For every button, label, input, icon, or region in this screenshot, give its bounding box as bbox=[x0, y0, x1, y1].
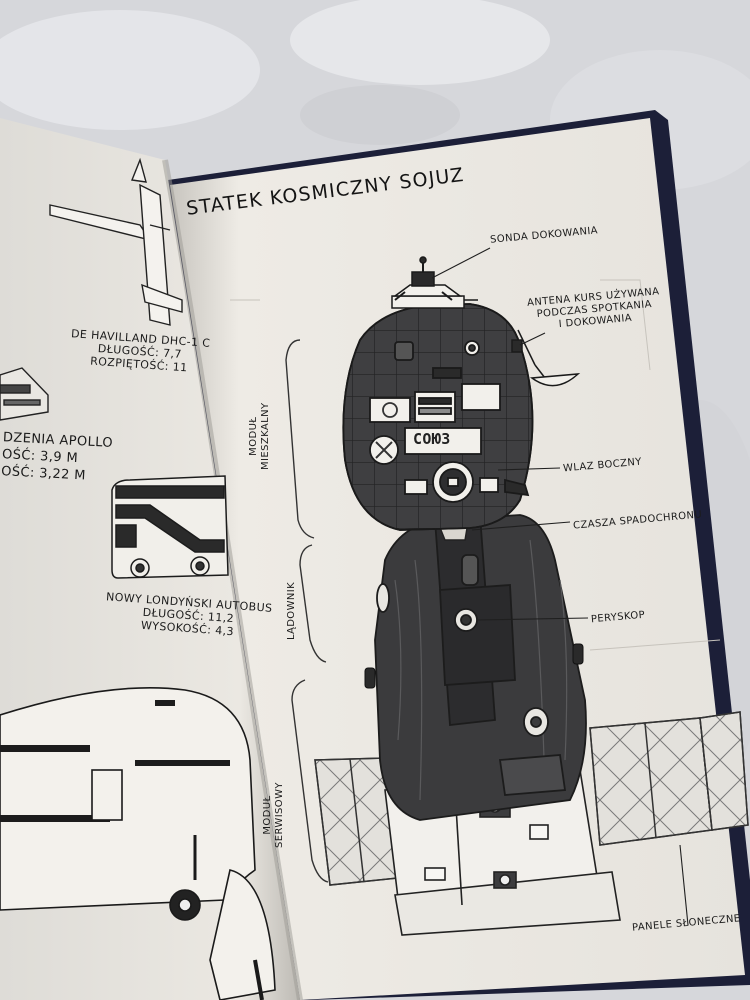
apollo-illustration bbox=[0, 367, 49, 421]
plane-illustration bbox=[49, 157, 183, 326]
service-line-1: MODUŁ bbox=[262, 795, 273, 835]
jumbo-jet-illustration bbox=[0, 686, 276, 1000]
solar-panel-right bbox=[589, 711, 749, 846]
orbital-line-1: MODUŁ bbox=[248, 416, 259, 456]
kurs-antenna bbox=[511, 329, 581, 387]
section-service-module: MODUŁ SERWISOWY bbox=[262, 782, 286, 848]
orbital-module bbox=[342, 303, 534, 531]
hull-lettering: СОЮЗ bbox=[413, 430, 451, 448]
ghost-print-lines bbox=[230, 279, 721, 651]
bus-illustration bbox=[111, 475, 229, 579]
section-brackets bbox=[285, 339, 329, 883]
orbital-line-2: MIESZKALNY bbox=[260, 402, 271, 470]
leader-lines bbox=[431, 247, 689, 926]
solar-panel-left bbox=[314, 757, 399, 886]
section-descent-module: LĄDOWNIK bbox=[286, 581, 297, 640]
caption-apollo: DZENIA APOLLO OŚĆ: 3,9 M OŚĆ: 3,22 M bbox=[1, 429, 114, 486]
thrusters bbox=[364, 643, 584, 689]
descent-module bbox=[374, 514, 587, 821]
service-line-2: SERWISOWY bbox=[274, 782, 285, 848]
section-orbital-module: MODUŁ MIESZKALNY bbox=[248, 403, 272, 470]
docking-probe bbox=[391, 256, 478, 309]
